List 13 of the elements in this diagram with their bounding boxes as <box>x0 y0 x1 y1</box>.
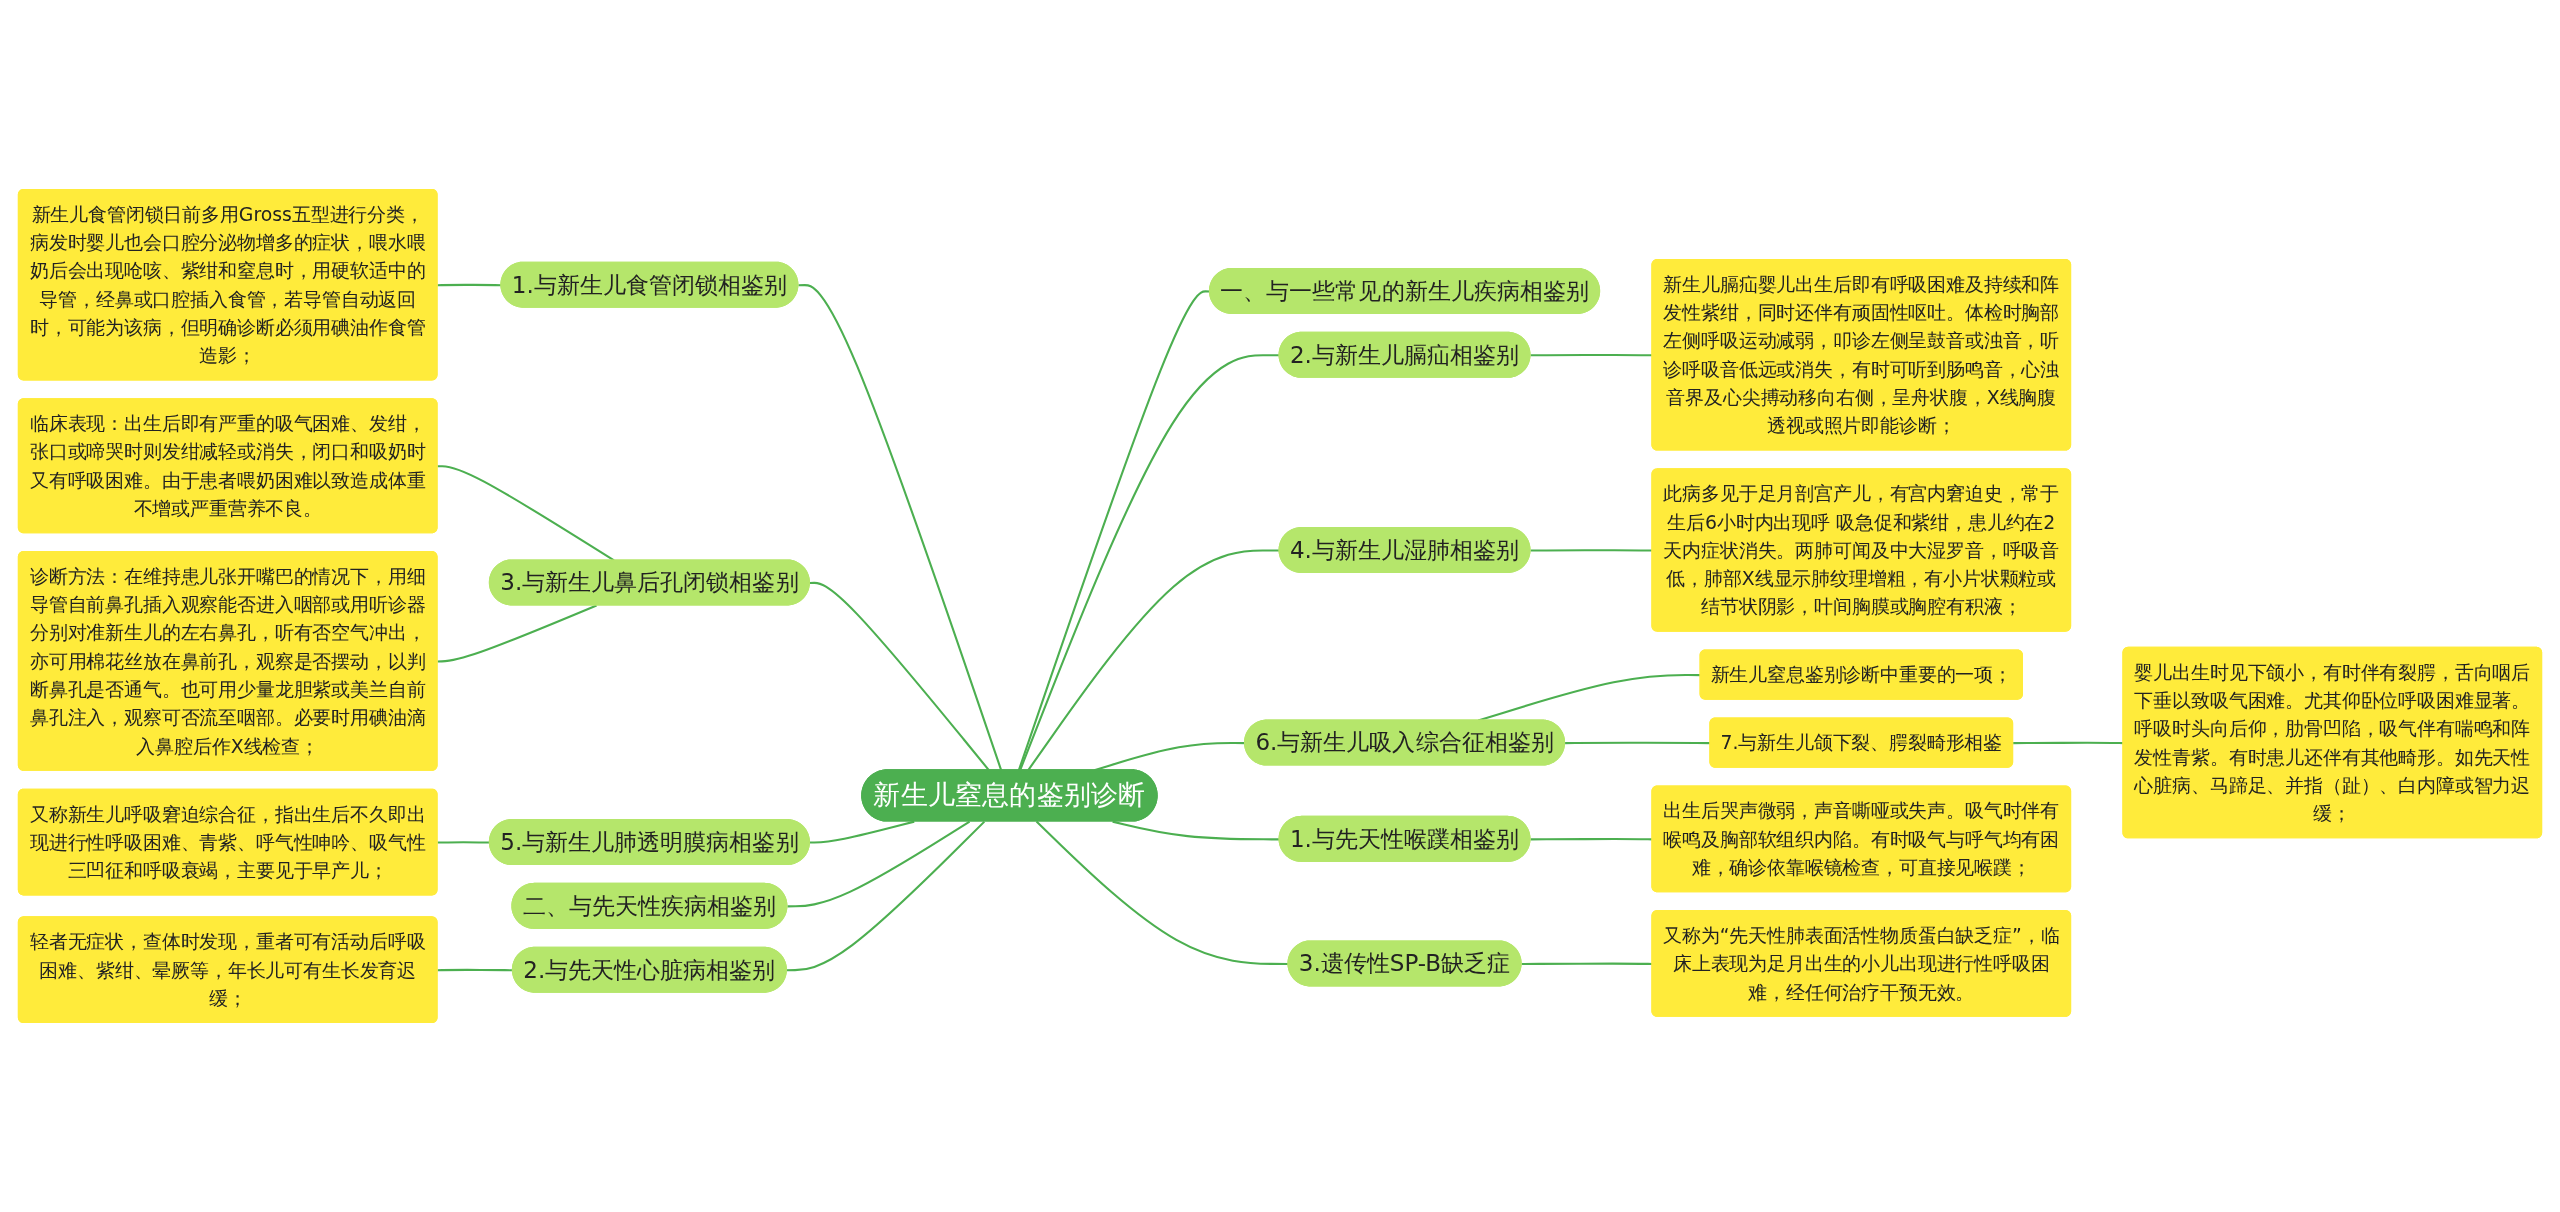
connector <box>787 820 971 908</box>
connector <box>809 581 990 771</box>
connector <box>1017 290 1210 771</box>
connector <box>437 604 597 663</box>
connector <box>786 820 986 972</box>
connector <box>1027 549 1280 771</box>
connector <box>798 284 1003 771</box>
connector <box>809 820 915 844</box>
connector <box>1019 354 1280 771</box>
connector <box>437 841 490 844</box>
connector <box>1112 820 1280 841</box>
connector <box>1035 820 1289 965</box>
connector <box>437 968 513 972</box>
